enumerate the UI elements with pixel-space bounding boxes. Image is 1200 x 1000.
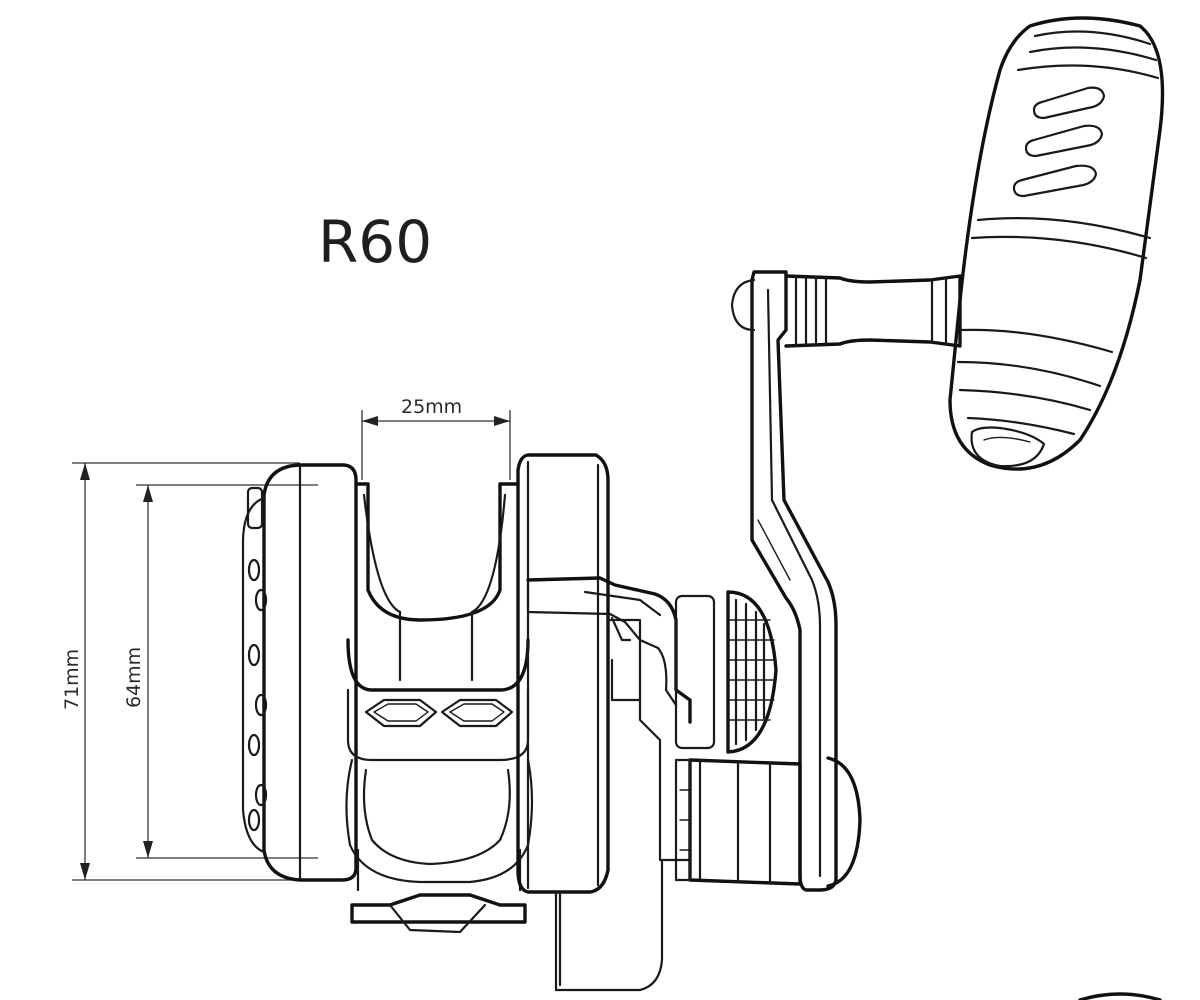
reel-foot xyxy=(350,893,527,934)
handle-arm xyxy=(730,270,838,892)
outer-height-label: 71mm xyxy=(61,649,83,710)
handle-hub xyxy=(674,756,862,888)
dimension-outer-height: 71mm xyxy=(61,462,300,881)
inner-height-label: 64mm xyxy=(123,647,145,708)
right-side-plate xyxy=(516,453,692,992)
model-label: R60 xyxy=(318,208,432,276)
spool-width-label: 25mm xyxy=(401,396,462,418)
adjacent-part-edge xyxy=(1078,992,1162,1000)
left-side-plate xyxy=(241,463,358,882)
spool-frame xyxy=(345,482,534,892)
handle-shaft xyxy=(784,274,962,348)
side-plate-holes xyxy=(247,558,268,832)
dimension-spool-width: 25mm xyxy=(361,396,511,480)
handle-knob xyxy=(948,16,1165,471)
drag-knob xyxy=(674,590,778,754)
dimension-inner-height: 64mm xyxy=(123,484,318,859)
